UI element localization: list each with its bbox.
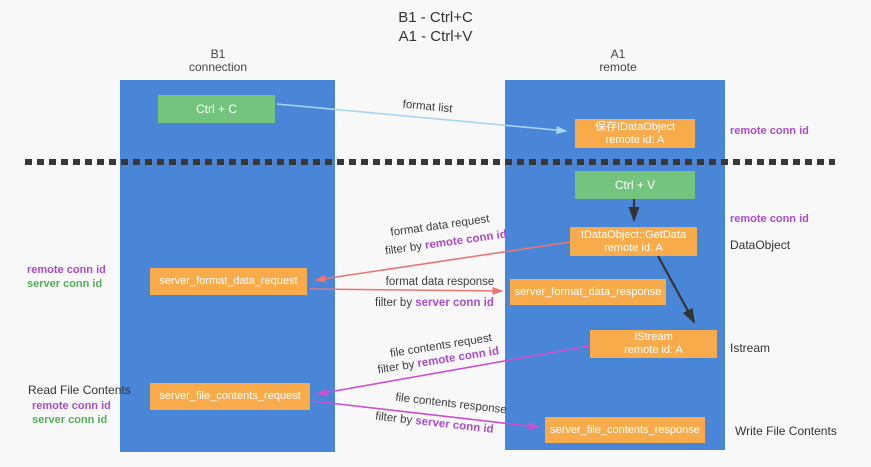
left-remote-conn-id-label-2: remote conn id <box>32 400 111 412</box>
node-server-file-contents-response: server_file_contents_response <box>545 417 705 443</box>
read-file-contents-label: Read File Contents <box>28 383 131 397</box>
node-server-format-data-response: server_format_data_response <box>510 279 666 305</box>
node-ctrl-c: Ctrl + C <box>158 95 275 123</box>
diagram-title: B1 - Ctrl+C A1 - Ctrl+V <box>0 8 871 46</box>
left-column-header: B1 connection <box>158 48 278 74</box>
node-istream-line2: remote id: A <box>624 344 683 356</box>
format-list-label: format list <box>402 98 453 116</box>
left-remote-conn-id-label-1: remote conn id <box>27 264 106 276</box>
left-column-header-line1: B1 <box>210 47 226 61</box>
node-save-dataobject-line1: 保存IDataObject <box>594 120 676 133</box>
file-contents-response-filter-label: filter by server conn id <box>374 410 495 436</box>
right-column-header: A1 remote <box>558 48 678 74</box>
node-ctrl-v: Ctrl + V <box>575 171 695 199</box>
node-istream-line1: IStream <box>634 331 673 343</box>
left-server-conn-id-label-2: server conn id <box>32 414 108 426</box>
file-contents-response-filter-key: server conn id <box>414 415 495 436</box>
node-server-format-data-request-label: server_format_data_request <box>159 275 298 287</box>
right-column-header-line1: A1 <box>610 47 626 61</box>
format-data-response-filter-key: server conn id <box>415 297 494 309</box>
node-save-dataobject-line2: remote id: A <box>605 133 665 146</box>
dataobject-label: DataObject <box>730 238 791 252</box>
format-data-response-filter-prefix: filter by <box>375 297 416 309</box>
dashed-separator-line <box>25 159 835 165</box>
node-server-file-contents-response-label: server_file_contents_response <box>550 423 700 436</box>
node-save-dataobject: 保存IDataObject remote id: A <box>575 119 695 148</box>
node-ctrl-v-label: Ctrl + V <box>614 177 656 192</box>
diagram-title-line2: A1 - Ctrl+V <box>398 28 473 45</box>
node-idataobject-getdata-line2: remote id: A <box>604 241 663 254</box>
format-data-response-label: format data response <box>385 276 495 288</box>
left-column-header-line2: connection <box>188 60 248 74</box>
istream-label: Istream <box>730 341 771 355</box>
diagram-title-line1: B1 - Ctrl+C <box>398 9 473 26</box>
format-data-response-arrow <box>309 286 504 295</box>
write-file-contents-label: Write File Contents <box>735 424 837 438</box>
file-contents-request-filter-prefix: filter by <box>376 358 419 377</box>
remote-conn-id-label-top-right: remote conn id <box>730 125 809 137</box>
node-ctrl-c-label: Ctrl + C <box>195 101 237 116</box>
remote-conn-id-label-mid-right: remote conn id <box>730 213 809 225</box>
left-server-conn-id-label-1: server conn id <box>27 278 103 290</box>
format-data-request-filter-prefix: filter by <box>384 239 426 258</box>
file-contents-response-label: file contents response <box>394 391 508 417</box>
file-contents-response-filter-prefix: filter by <box>374 410 417 428</box>
node-istream: IStream remote id: A <box>590 330 717 358</box>
right-column-header-line2: remote <box>599 60 637 74</box>
node-idataobject-getdata: IDataObject::GetData remote id: A <box>570 227 697 256</box>
node-server-file-contents-request: server_file_contents_request <box>150 383 310 410</box>
format-data-response-filter-label: filter by server conn id <box>375 297 494 309</box>
node-server-format-data-response-label: server_format_data_response <box>514 285 662 298</box>
node-server-format-data-request: server_format_data_request <box>150 268 307 295</box>
node-idataobject-getdata-line1: IDataObject::GetData <box>580 228 687 241</box>
node-server-file-contents-request-label: server_file_contents_request <box>159 390 301 402</box>
